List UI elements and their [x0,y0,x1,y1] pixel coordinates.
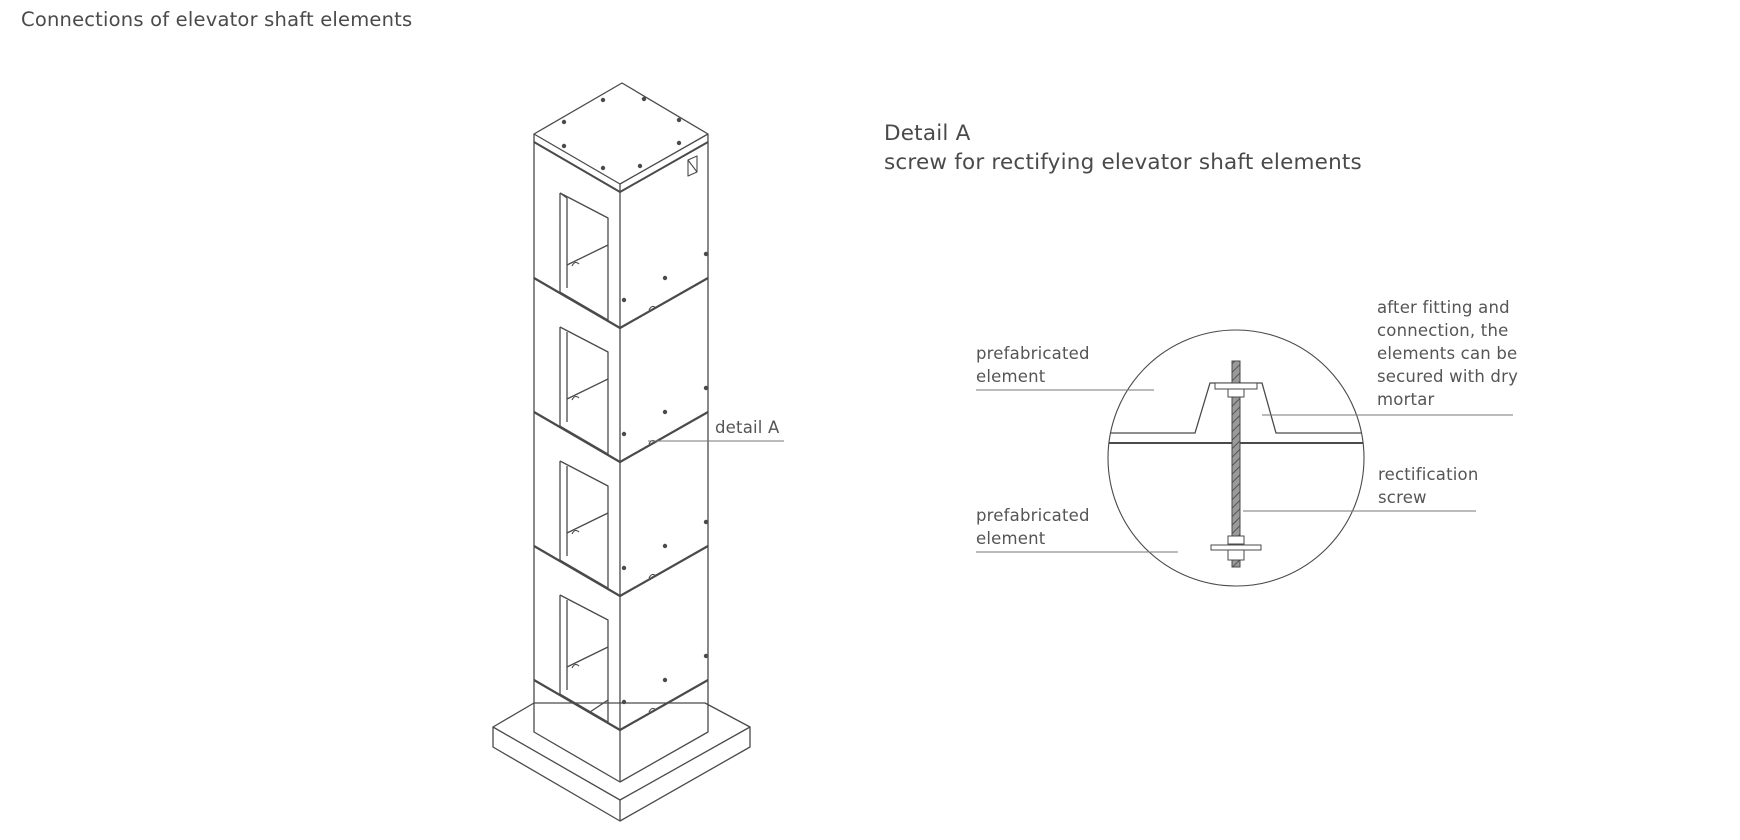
lifting-anchor-icon [687,155,698,177]
detail-a-marker-label: detail A [715,418,780,437]
callout-prefabricated-element-bottom: prefabricated element [976,506,1090,548]
element-joints [533,277,709,732]
rectification-screw-icon [1210,360,1262,568]
door-opening-2 [559,326,609,455]
detail-a-circle [1107,329,1365,587]
door-opening-4 [559,594,609,723]
callout-dry-mortar-note: after fitting and connection, the elemen… [1377,298,1519,409]
door-opening-3 [559,460,609,589]
detail-heading: Detail A screw for rectifying elevator s… [884,119,1362,177]
callout-rectification-screw: rectification screw [1378,465,1479,507]
callout-leaders [976,389,1513,553]
bolt-holes [561,96,709,705]
connector-hooks [571,261,657,713]
door-openings [559,192,609,723]
base-slab [492,702,751,822]
detail-heading-name: Detail A [884,121,971,146]
shaft-body [533,82,709,783]
door-opening-1 [559,192,609,321]
callout-prefabricated-element-top: prefabricated element [976,344,1090,386]
detail-heading-description: screw for rectifying elevator shaft elem… [884,150,1362,175]
page-title: Connections of elevator shaft elements [21,8,413,31]
